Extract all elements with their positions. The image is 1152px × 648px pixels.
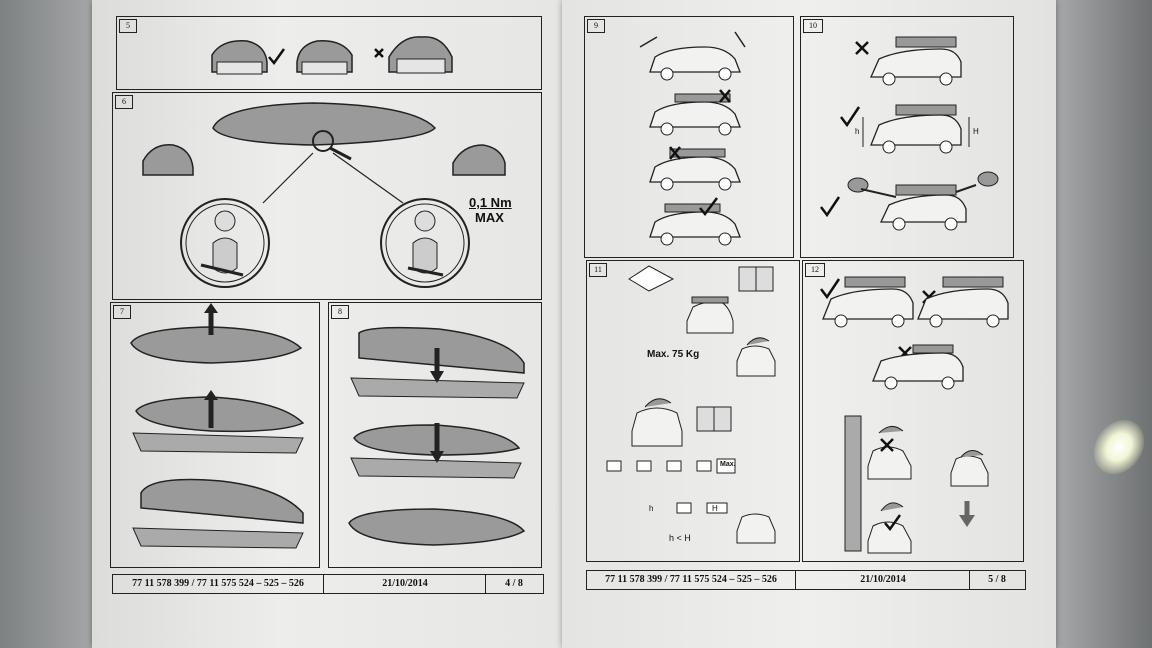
panel-number: 12 [805,263,825,277]
height-rule-label: h < H [669,533,691,543]
footer-page-number: 4 / 8 [505,578,523,589]
panel-10: 10 h H [800,16,1014,258]
panel-number: 5 [119,19,137,33]
roofbox-torque-illustration [142,102,506,288]
torque-max: MAX [475,210,504,225]
panel-8: 8 [328,302,542,568]
car-row-2 [649,89,741,136]
check-icon [699,197,718,217]
manual-page-left: 5 6 [92,0,562,648]
footer-date: 21/10/2014 [325,575,486,593]
height-label-left: h [855,127,860,136]
panel-number: 6 [115,95,133,109]
check-icon [820,278,841,300]
panel-12: 12 [802,260,1024,562]
cross-icon [880,438,894,452]
check-icon [268,48,286,66]
panel-number: 8 [331,305,349,319]
manual-page-right: 9 [562,0,1056,648]
panel-number: 9 [587,19,605,33]
tailgate-clearance-illustration [639,31,746,246]
load-distribution-illustration [606,265,776,544]
car-row-1 [639,31,746,81]
panel-number: 11 [589,263,607,277]
footer-reference: 77 11 578 399 / 77 11 575 524 – 525 – 52… [587,571,796,589]
h-label-big: H [712,504,718,513]
rack-usage-illustration [820,276,1009,554]
check-icon [820,196,841,218]
panel-11: 11 Max. 7 [586,260,800,562]
page-footer: 77 11 578 399 / 77 11 575 524 – 525 – 52… [112,574,544,594]
panel-7: 7 [110,302,320,568]
lid-close-illustration [348,326,526,546]
light-glare [1083,410,1152,484]
car-row-3 [649,146,741,191]
max-load-label: Max. 75 Kg [647,349,700,360]
check-icon [840,106,861,128]
cross-icon [374,48,384,58]
lid-open-illustration [130,303,305,549]
cross-icon [669,146,681,160]
panel-5: 5 [116,16,542,90]
page-footer: 77 11 578 399 / 77 11 575 524 – 525 – 52… [586,570,1026,590]
height-label-right: H [973,127,979,136]
lid-lock-illustration [211,36,453,75]
height-clearance-illustration [820,36,999,231]
cross-icon [855,41,869,55]
footer-reference: 77 11 578 399 / 77 11 575 524 – 525 – 52… [113,575,324,593]
cross-icon [719,89,731,103]
panel-9: 9 [584,16,794,258]
h-label-small: h [649,504,654,513]
panel-6: 6 0,1 Nm MAX [112,92,542,300]
footer-page-number: 5 / 8 [988,574,1006,585]
panel-number: 10 [803,19,823,33]
max-box-label: Max. [720,461,736,468]
torque-value: 0,1 Nm [469,195,512,210]
check-icon [884,514,902,532]
car-row-4 [649,197,741,246]
footer-date: 21/10/2014 [797,571,970,589]
panel-number: 7 [113,305,131,319]
